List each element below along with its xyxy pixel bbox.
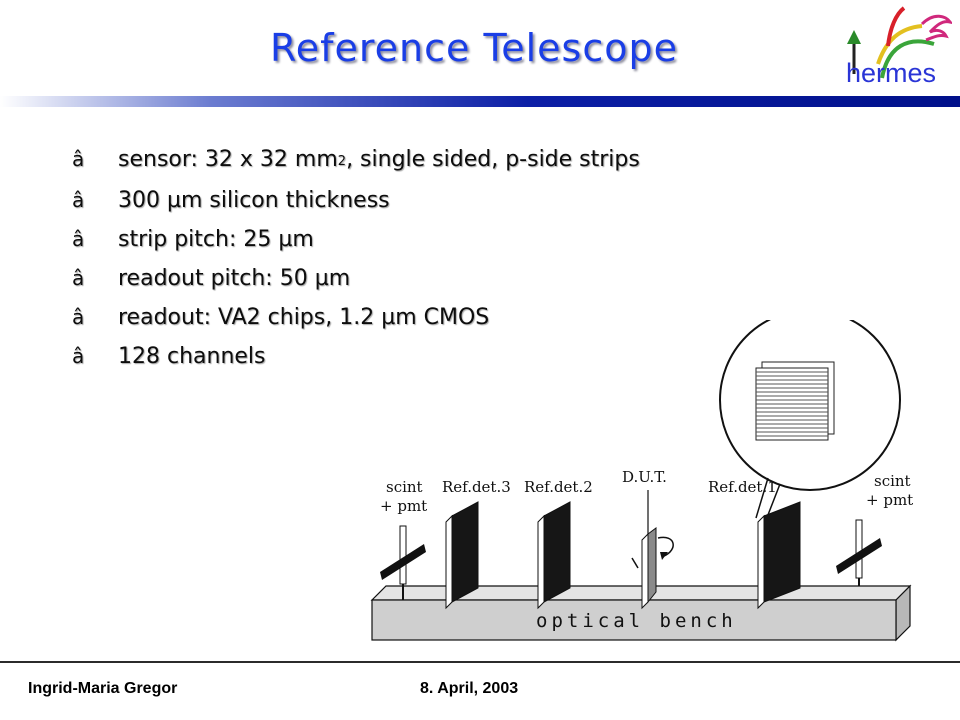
bullet-text: 300 µm silicon thickness <box>118 188 390 213</box>
bullet-subscript: 2 <box>337 154 347 169</box>
telescope-diagram: scint + pmt Ref.det.3 Ref.det.2 D.U.T. R… <box>370 320 913 642</box>
bullet-item-readout-pitch: â readout pitch: 50 µm <box>72 265 732 292</box>
bullet-text-cont: , single sided, p-side strips <box>346 147 640 172</box>
bullet-marker: â <box>72 266 85 290</box>
magnifier-pointer-1 <box>755 477 769 519</box>
label-refdet1: Ref.det.1 <box>708 478 777 496</box>
bullet-text: 128 channels <box>118 344 266 369</box>
slide-title: Reference Telescope <box>270 26 678 70</box>
reference-detector-3 <box>445 501 479 610</box>
bullet-item-channels: â 128 channels <box>72 343 732 370</box>
bullet-text: readout: VA2 chips, 1.2 µm CMOS <box>118 305 490 330</box>
footer-date: 8. April, 2003 <box>420 680 519 697</box>
logo-wing-magenta <box>920 14 952 42</box>
bullet-item-strip-pitch: â strip pitch: 25 µm <box>72 226 732 253</box>
hermes-logo-graphic <box>847 6 952 79</box>
scintillator-left <box>380 525 426 600</box>
bullet-marker: â <box>72 227 85 251</box>
label-pmt-right: + pmt <box>866 491 913 509</box>
bullet-marker: â <box>72 147 85 171</box>
logo-swoosh-red <box>886 6 906 47</box>
footer-author: Ingrid-Maria Gregor <box>28 680 178 697</box>
label-dut: D.U.T. <box>622 468 667 486</box>
reference-detector-1 <box>757 501 801 610</box>
bullet-marker: â <box>72 188 85 212</box>
bullet-text: sensor: 32 x 32 mm <box>118 147 338 172</box>
logo-swoosh-green <box>880 39 935 79</box>
bullet-text: readout pitch: 50 µm <box>118 266 351 291</box>
logo-swoosh-yellow <box>876 24 923 65</box>
label-refdet3: Ref.det.3 <box>442 478 511 496</box>
bullet-item-readout-chips: â readout: VA2 chips, 1.2 µm CMOS <box>72 304 732 331</box>
magnified-sensor-strips <box>755 361 835 441</box>
bullet-item-sensor: â sensor: 32 x 32 mm2, single sided, p-s… <box>72 146 732 175</box>
footer-divider <box>0 661 960 663</box>
title-divider-bar <box>0 96 960 107</box>
bullet-marker: â <box>72 344 85 368</box>
bullet-list: â sensor: 32 x 32 mm2, single sided, p-s… <box>72 146 732 382</box>
bullet-marker: â <box>72 305 85 329</box>
hermes-logo-text: hermes <box>846 58 937 88</box>
scintillator-right <box>836 519 882 586</box>
reference-detector-2 <box>537 501 571 610</box>
bullet-text: strip pitch: 25 µm <box>118 227 314 252</box>
device-under-test <box>631 490 674 610</box>
label-scint-left: scint <box>386 478 423 496</box>
label-refdet2: Ref.det.2 <box>524 478 593 496</box>
label-pmt-left: + pmt <box>380 497 427 515</box>
label-scint-right: scint <box>874 472 911 490</box>
label-optical-bench: optical bench <box>536 610 737 632</box>
bullet-item-thickness: â 300 µm silicon thickness <box>72 187 732 214</box>
logo-arrow-head <box>847 30 861 44</box>
